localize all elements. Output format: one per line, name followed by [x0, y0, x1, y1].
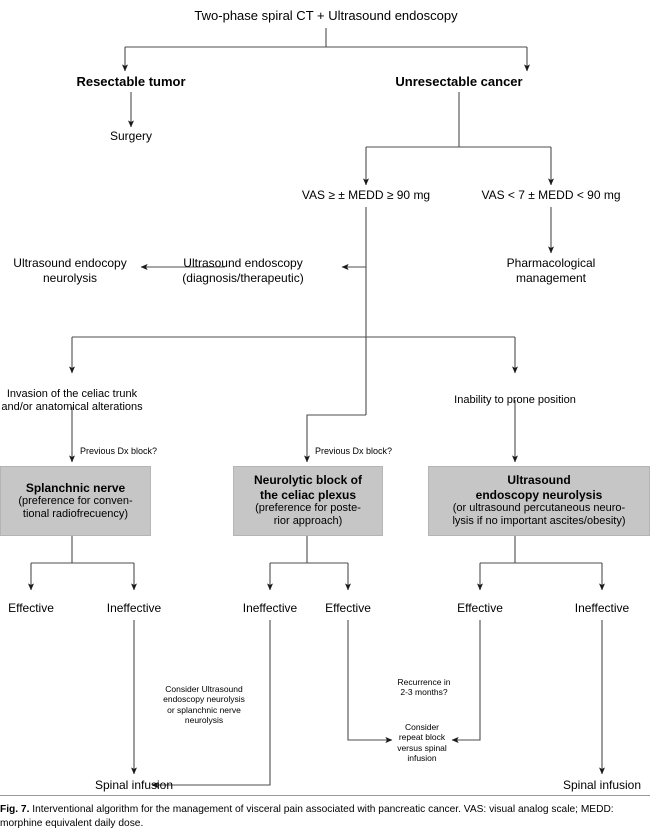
- node-ultrasound-endocopy-neurolysis: Ultrasound endocopy neurolysis: [0, 256, 140, 285]
- ultrasound-sub-line-1: (or ultrasound percutaneous neuro-: [452, 502, 626, 515]
- node-spinal-infusion-right: Spinal infusion: [562, 778, 642, 792]
- recurrence-line-2: 2-3 months?: [400, 687, 448, 698]
- neurolytic-sub-line-1: (preference for poste-: [255, 502, 361, 515]
- repeat-block-line-4: infusion: [407, 753, 437, 764]
- consider-us-line-1: Consider Ultrasound: [165, 684, 243, 694]
- recurrence-line-1: Recurrence in: [397, 677, 451, 687]
- node-vas-low: VAS < 7 ± MEDD < 90 mg: [481, 188, 621, 202]
- caption-text: Fig. 7. Interventional algorithm for the…: [0, 803, 650, 831]
- outcome-left-ineffective: Ineffective: [106, 601, 162, 615]
- consider-us-line-3: or splanchnic nerve: [167, 704, 241, 715]
- splanchnic-sub-line-2: tional radiofrecuency): [22, 508, 129, 521]
- node-surgery: Surgery: [109, 129, 153, 143]
- note-consider-ultrasound-neurolysis: Consider Ultrasound endoscopy neurolysis…: [146, 684, 262, 725]
- us-endoscopy-diag-line-1: Ultrasound endoscopy: [183, 256, 303, 270]
- neurolytic-head-line-1: Neurolytic block of: [253, 473, 363, 488]
- outcome-left-effective: Effective: [8, 601, 54, 615]
- consider-us-line-4: neurolysis: [184, 715, 224, 726]
- box-neurolytic-block-celiac-plexus: Neurolytic block of the celiac plexus (p…: [233, 466, 383, 536]
- outcome-right-ineffective: Ineffective: [574, 601, 630, 615]
- consider-us-line-2: endoscopy neurolysis: [163, 694, 245, 705]
- neurolytic-head-line-2: the celiac plexus: [259, 487, 357, 502]
- outcome-mid-ineffective: Ineffective: [242, 601, 298, 615]
- node-invasion-celiac-trunk: Invasion of the celiac trunk and/or anat…: [0, 388, 160, 415]
- figure-label: Fig. 7.: [0, 804, 30, 815]
- outcome-right-effective: Effective: [457, 601, 503, 615]
- invasion-line-1: Invasion of the celiac trunk: [6, 388, 138, 400]
- splanchnic-sub-line-1: (preference for conven-: [18, 495, 133, 507]
- node-root: Two-phase spiral CT + Ultrasound endosco…: [194, 8, 458, 23]
- invasion-line-2: and/or anatomical alterations: [1, 401, 143, 414]
- ultrasound-head-line-1: Ultrasound: [507, 473, 571, 488]
- us-endoscopy-diag-line-2: (diagnosis/therapeutic): [182, 270, 304, 285]
- us-endocopy-neuro-line-1: Ultrasound endocopy: [13, 256, 127, 270]
- repeat-block-line-1: Consider: [404, 722, 440, 732]
- node-ultrasound-endoscopy-diagnostic: Ultrasound endoscopy (diagnosis/therapeu…: [160, 256, 326, 285]
- node-vas-high: VAS ≥ ± MEDD ≥ 90 mg: [301, 188, 431, 202]
- box-splanchnic-nerve: Splanchnic nerve (preference for conven-…: [0, 466, 151, 536]
- node-consider-repeat-block: Consider repeat block versus spinal infu…: [385, 722, 459, 763]
- pharmacological-line-1: Pharmacological: [506, 256, 596, 270]
- ultrasound-sub-line-2: lysis if no important ascites/obesity): [452, 515, 626, 528]
- node-pharmacological-management: Pharmacological management: [476, 256, 626, 285]
- node-unresectable-cancer: Unresectable cancer: [395, 74, 523, 89]
- label-previous-dx-block-left: Previous Dx block?: [80, 446, 158, 456]
- node-resectable-tumor: Resectable tumor: [76, 74, 186, 89]
- repeat-block-line-3: versus spinal: [397, 742, 447, 753]
- caption-divider: [0, 795, 650, 796]
- outcome-mid-effective: Effective: [325, 601, 371, 615]
- figure-caption-body: Interventional algorithm for the managem…: [0, 804, 614, 829]
- pharmacological-line-2: management: [515, 270, 587, 285]
- splanchnic-head: Splanchnic nerve: [25, 480, 126, 495]
- ultrasound-head-line-2: endoscopy neurolysis: [475, 487, 603, 502]
- node-inability-prone-position: Inability to prone position: [454, 394, 576, 406]
- neurolytic-sub-line-2: rior approach): [273, 515, 343, 528]
- note-recurrence: Recurrence in 2-3 months?: [380, 677, 468, 698]
- repeat-block-line-2: repeat block: [398, 732, 446, 743]
- label-previous-dx-block-mid: Previous Dx block?: [315, 446, 393, 456]
- us-endocopy-neuro-line-2: neurolysis: [42, 270, 98, 285]
- box-ultrasound-endoscopy-neurolysis: Ultrasound endoscopy neurolysis (or ultr…: [428, 466, 650, 536]
- node-spinal-infusion-left: Spinal infusion: [94, 778, 174, 792]
